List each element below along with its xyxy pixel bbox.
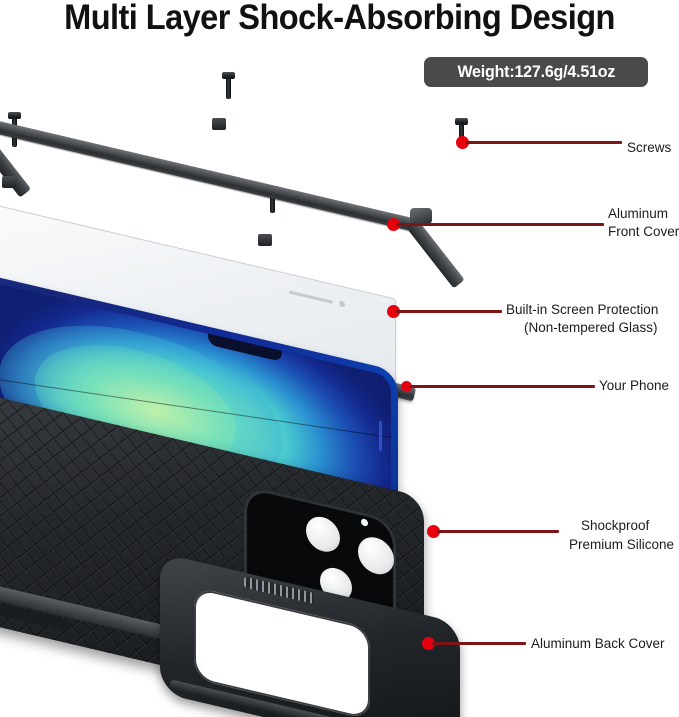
screw-icon: [455, 118, 468, 141]
callout-label-screen-protection-line1: Built-in Screen Protection: [506, 302, 659, 317]
frame-rail-right: [407, 220, 465, 289]
screw-post: [258, 234, 272, 246]
page-title: Multi Layer Shock-Absorbing Design: [64, 0, 615, 37]
callout-label-silicone-line2: Premium Silicone: [569, 537, 675, 552]
earpiece-slot: [289, 290, 333, 304]
front-camera-hole: [339, 300, 345, 308]
callout-marker-dot: [401, 381, 412, 392]
phone-side-button: [379, 420, 382, 452]
callout-leader-line: [437, 530, 559, 533]
callout-leader-line: [396, 310, 502, 313]
callout-label-screws: Screws: [627, 140, 672, 155]
screw-post: [212, 118, 226, 130]
callout-label-front-cover-line2: Front Cover: [608, 224, 679, 239]
callout-marker-dot: [422, 637, 435, 650]
callout-label-your-phone: Your Phone: [599, 378, 670, 393]
callout-leader-line: [466, 141, 622, 144]
frame-corner: [410, 208, 432, 224]
callout-marker-dot: [387, 305, 400, 318]
callout-label-back-cover: Aluminum Back Cover: [531, 636, 665, 651]
callout-leader-line: [432, 642, 526, 645]
callout-label-front-cover-line1: Aluminum: [608, 206, 669, 221]
callout-label-silicone-line1: Shockproof: [581, 518, 650, 533]
frame-rail-top: [0, 120, 415, 232]
screw-post: [2, 176, 16, 188]
weight-badge-label: Weight:127.6g/4.51oz: [457, 62, 615, 81]
weight-badge: Weight:127.6g/4.51oz: [424, 57, 648, 87]
screw-icon: [222, 72, 235, 99]
aluminum-front-cover-layer: [0, 112, 486, 402]
callout-marker-dot: [456, 136, 469, 149]
callout-leader-line: [396, 223, 604, 226]
callout-marker-dot: [387, 218, 400, 231]
callout-label-screen-protection-line2: (Non-tempered Glass): [524, 320, 658, 335]
callout-leader-line: [409, 385, 595, 388]
callout-marker-dot: [427, 525, 440, 538]
